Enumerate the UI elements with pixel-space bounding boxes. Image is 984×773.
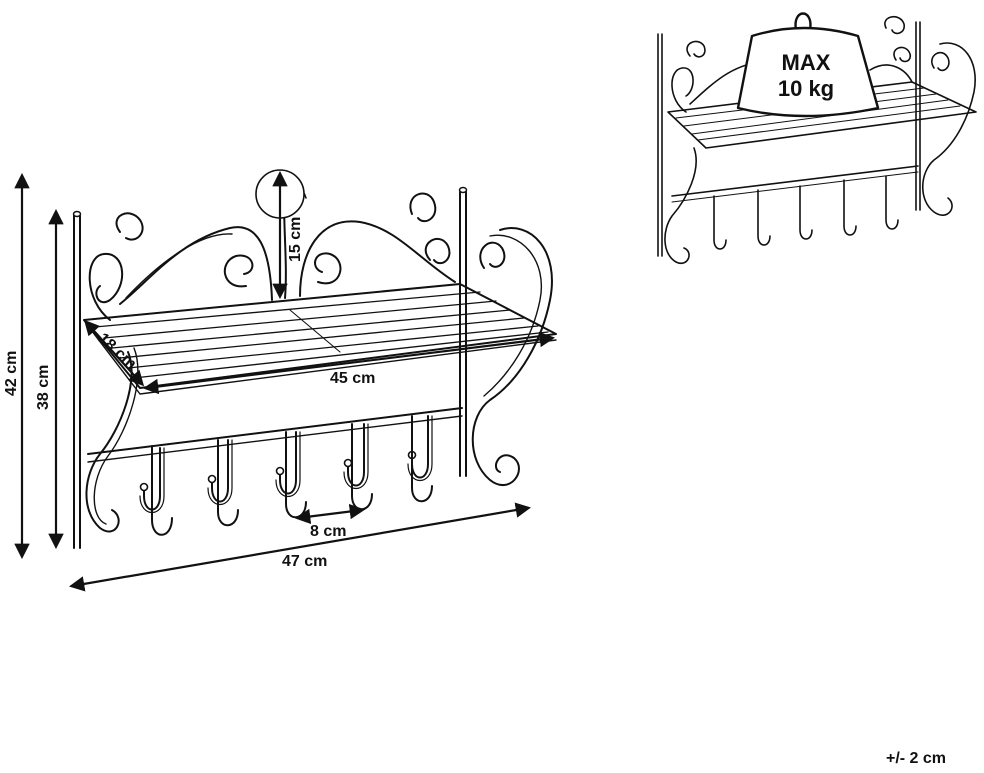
load-max-label: MAX <box>782 50 831 75</box>
dimension-total-width: 47 cm <box>68 502 532 592</box>
label-hook-spacing: 8 cm <box>310 523 346 540</box>
small-shelf-drawing-icon <box>657 16 977 265</box>
weight-icon: MAX 10 kg <box>736 12 880 118</box>
shelf-drawing-icon <box>72 179 557 549</box>
dimension-height-total: 42 cm <box>3 172 30 560</box>
load-value-label: 10 kg <box>778 76 834 101</box>
label-crest-height: 15 cm <box>287 217 304 262</box>
label-shelf-width: 45 cm <box>330 370 375 387</box>
dimension-crest-height: 15 cm <box>255 169 305 300</box>
label-height-total: 42 cm <box>3 351 20 396</box>
tolerance-note: +/- 2 cm <box>885 750 946 767</box>
dimension-height-frame: 38 cm <box>35 208 64 550</box>
label-total-width: 47 cm <box>282 553 327 570</box>
dimension-hook-spacing: 8 cm <box>294 503 366 540</box>
dimension-depth: 18 cm <box>83 319 145 387</box>
dimension-shelf-width: 45 cm <box>142 331 556 395</box>
label-height-frame: 38 cm <box>35 365 52 410</box>
